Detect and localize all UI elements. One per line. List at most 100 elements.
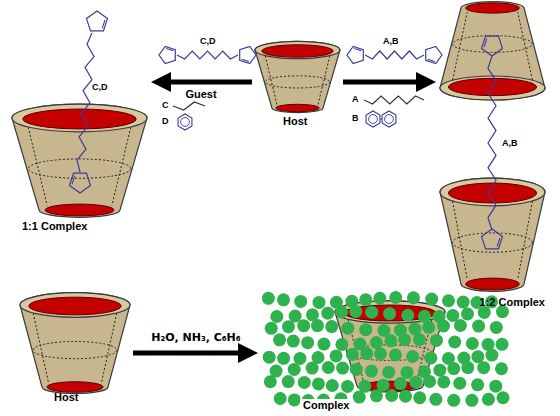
aromatic-circle bbox=[181, 118, 190, 127]
solvent-dot bbox=[413, 391, 426, 404]
cup-host bbox=[440, 178, 545, 291]
cup-narrow-rim bbox=[45, 204, 114, 216]
cup-body bbox=[12, 104, 147, 217]
solvent-dot bbox=[293, 352, 306, 365]
arrow-label: H₂O, NH₃, C₆H₆ bbox=[151, 331, 240, 344]
node-title: Host bbox=[283, 115, 307, 127]
solvent-dot bbox=[298, 376, 311, 389]
solvent-dot bbox=[461, 307, 474, 320]
biphenyl-bond bbox=[380, 119, 382, 120]
cup-host bbox=[12, 104, 147, 217]
cup-narrow-rim bbox=[47, 382, 103, 392]
solvent-dot bbox=[294, 295, 307, 308]
cup-host bbox=[20, 293, 130, 394]
cup-narrow-rim bbox=[466, 3, 520, 13]
solvent-dot bbox=[282, 375, 295, 388]
cup-wide-rim bbox=[440, 178, 545, 206]
solvent-dot bbox=[437, 375, 450, 388]
solvent-dot bbox=[466, 337, 479, 350]
group-label: D bbox=[162, 116, 169, 126]
solvent-dot bbox=[312, 296, 325, 309]
solvent-dot bbox=[325, 320, 338, 333]
solvent-dot bbox=[373, 292, 386, 305]
group-label: C,D bbox=[92, 82, 108, 92]
group-label: B bbox=[352, 113, 359, 123]
cup-dotted-wall bbox=[33, 313, 117, 383]
double-bond bbox=[242, 59, 249, 61]
reaction-arrow bbox=[160, 80, 252, 85]
benzene-ring bbox=[366, 111, 380, 127]
cup-opening bbox=[262, 45, 333, 58]
solvent-dot bbox=[413, 333, 426, 346]
solvent-dot bbox=[346, 348, 359, 361]
solvent-dot bbox=[423, 375, 436, 388]
solvent-dot bbox=[496, 391, 509, 404]
solvent-dot bbox=[385, 389, 398, 402]
cup-body bbox=[255, 41, 340, 112]
solvent-dot bbox=[442, 294, 455, 307]
aromatic-circle bbox=[369, 115, 378, 124]
cyclopentadiene-ring bbox=[482, 36, 503, 56]
double-bond bbox=[354, 48, 361, 50]
group-label: A,B bbox=[502, 138, 518, 148]
solvent-dot bbox=[418, 310, 431, 323]
cup-wide-rim bbox=[20, 293, 130, 318]
solvent-dot bbox=[312, 377, 325, 390]
solvent-dot bbox=[282, 320, 295, 333]
cup-host bbox=[255, 41, 340, 112]
solvent-dot bbox=[330, 349, 343, 362]
solvent-dot bbox=[350, 363, 363, 376]
cyclopentadiene-ring bbox=[87, 11, 108, 31]
solvent-dot bbox=[359, 293, 372, 306]
solvent-dot bbox=[265, 322, 278, 335]
molecule-node: Complex bbox=[262, 293, 514, 397]
solvent-dot bbox=[321, 307, 334, 320]
solvent-dot bbox=[477, 361, 490, 374]
solvent-dot bbox=[263, 351, 276, 364]
cup-wide-rim bbox=[440, 76, 545, 100]
solvent-dot bbox=[447, 362, 460, 375]
alkyl-chain bbox=[488, 56, 496, 230]
cup-wide-rim bbox=[12, 104, 147, 132]
solvent-dot bbox=[297, 319, 310, 332]
solvent-dot bbox=[262, 292, 275, 305]
cup-dotted-wall bbox=[265, 56, 330, 105]
solvent-dot bbox=[389, 348, 402, 361]
solvent-dot bbox=[317, 338, 330, 351]
node-title: Host bbox=[54, 391, 78, 403]
solvent-dot bbox=[365, 365, 378, 378]
cup-dotted-wall bbox=[453, 12, 533, 80]
cup-body bbox=[335, 301, 445, 392]
cyclopentadiene-ring bbox=[426, 46, 442, 63]
double-bond bbox=[72, 176, 75, 185]
double-bond bbox=[166, 48, 173, 50]
solvent-dot bbox=[425, 293, 438, 306]
solvent-dot bbox=[277, 293, 290, 306]
solvent-dot bbox=[461, 361, 474, 374]
solvent-dot bbox=[406, 350, 419, 363]
group-label: A bbox=[352, 94, 359, 104]
solvent-dot bbox=[383, 307, 396, 320]
solvent-dot bbox=[270, 310, 283, 323]
solvent-dot bbox=[384, 334, 397, 347]
arrow-label: Guest bbox=[185, 88, 216, 100]
solvent-dot bbox=[465, 394, 478, 407]
solvent-dot bbox=[424, 351, 437, 364]
solvent-dot bbox=[336, 362, 349, 375]
reaction-arrow bbox=[343, 80, 427, 85]
solvent-dot bbox=[433, 364, 446, 377]
solvent-dot bbox=[301, 336, 314, 349]
solvent-dot bbox=[353, 391, 366, 404]
solvent-dot bbox=[454, 319, 467, 332]
solvent-dot bbox=[485, 349, 498, 362]
cup-dotted-ring bbox=[453, 36, 533, 53]
solvent-dot bbox=[311, 319, 324, 332]
molecule-node: Host bbox=[20, 297, 130, 389]
solvent-dot bbox=[341, 322, 354, 335]
group-label: C bbox=[162, 100, 169, 110]
solvent-dot bbox=[335, 338, 348, 351]
solvent-dot bbox=[437, 320, 450, 333]
solvent-dot bbox=[341, 380, 354, 393]
alkyl-chain bbox=[77, 33, 94, 172]
